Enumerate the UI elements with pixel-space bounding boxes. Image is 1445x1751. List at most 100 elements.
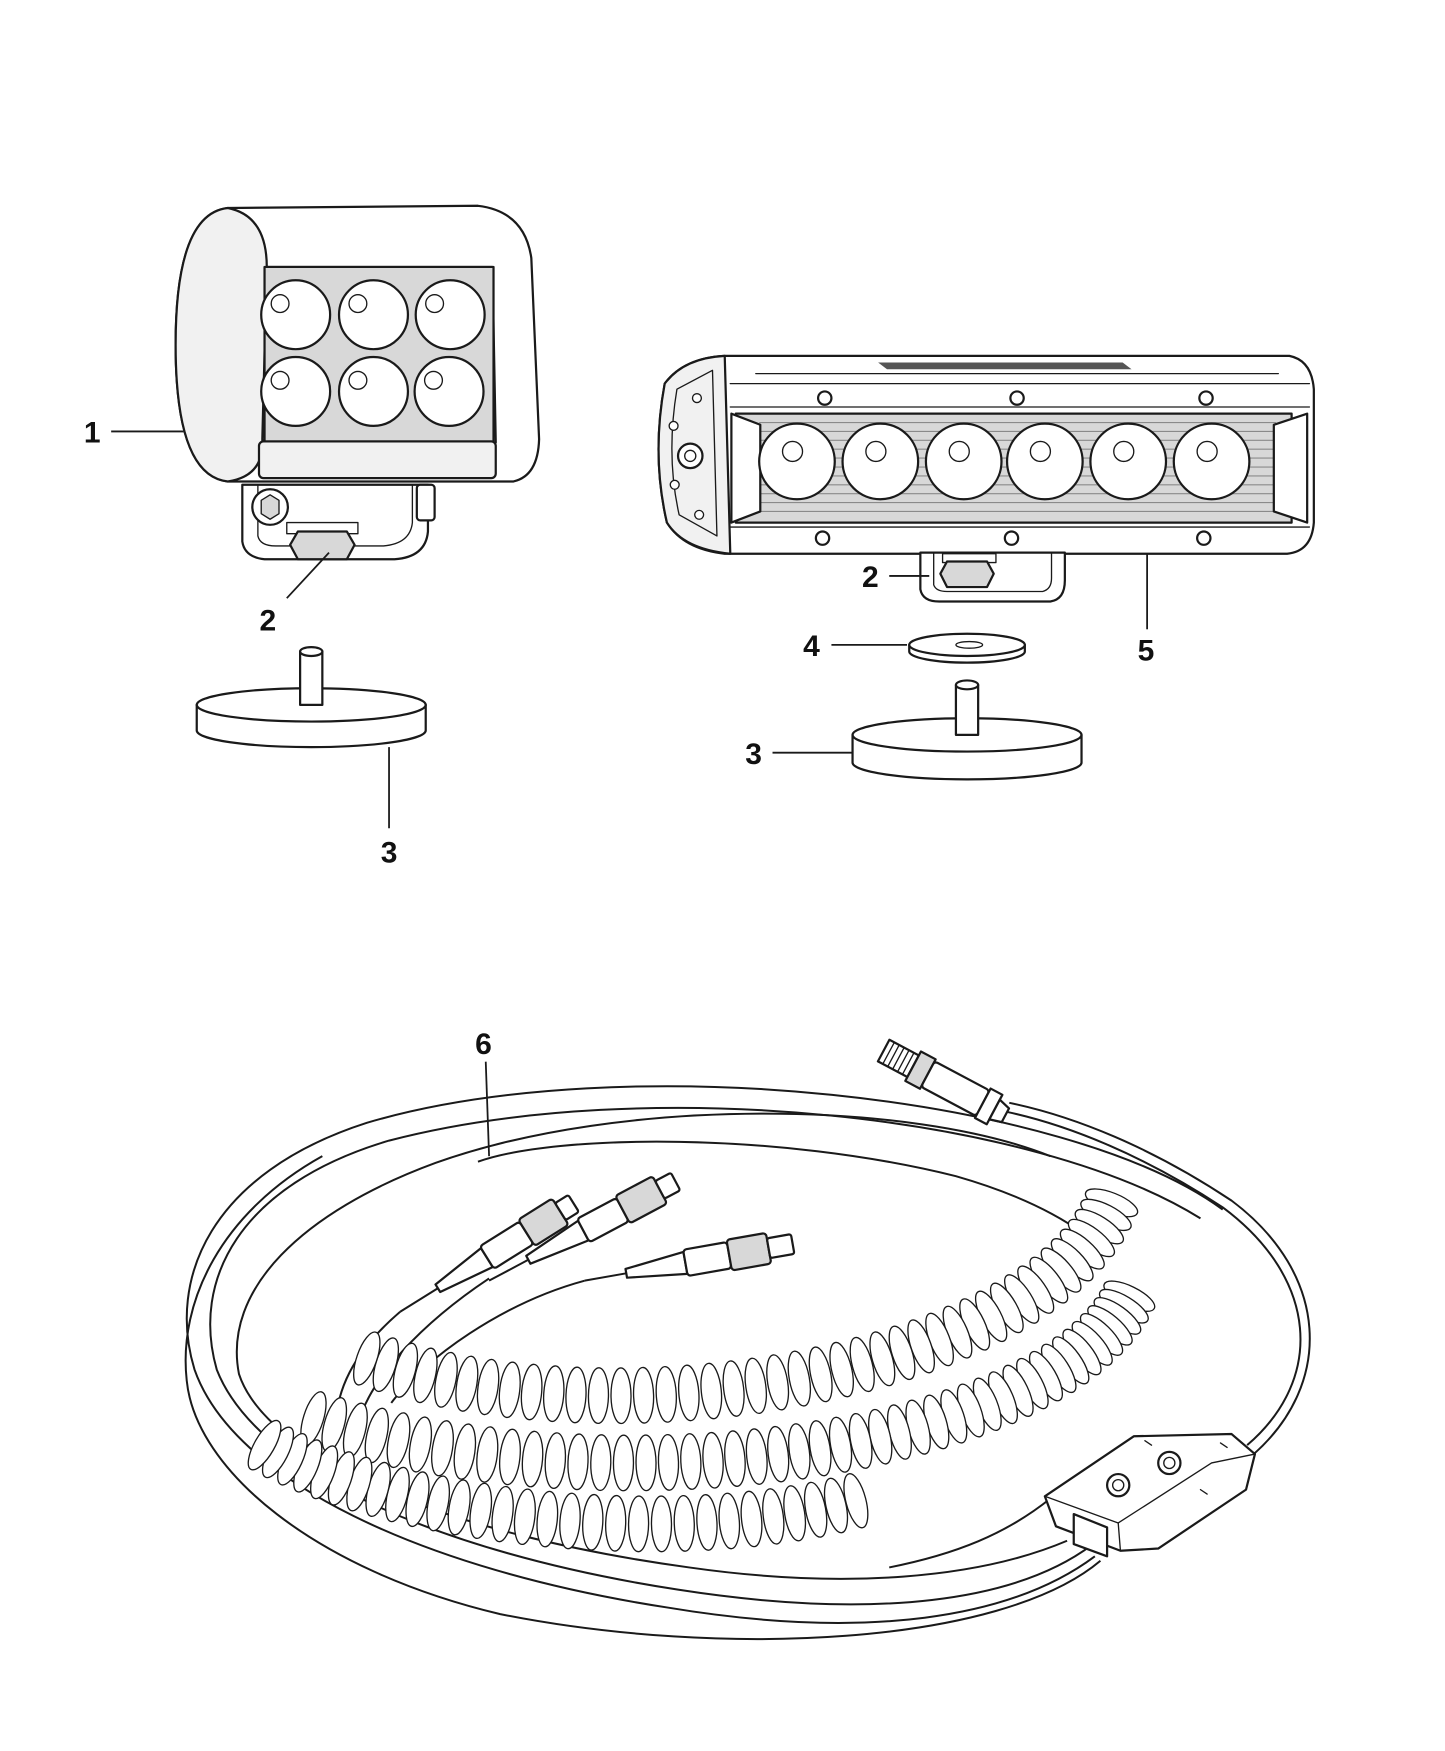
callout-6: 6 xyxy=(475,1028,492,1061)
screw xyxy=(814,530,831,546)
led-lens xyxy=(414,279,486,351)
coil-loop xyxy=(869,1331,896,1387)
screw xyxy=(1196,530,1212,546)
work-light xyxy=(174,204,541,561)
junction-box-edge xyxy=(1044,1453,1256,1524)
led-lens xyxy=(1172,422,1251,501)
coil-loop xyxy=(247,1419,282,1471)
end-plate-hub-center xyxy=(684,449,697,463)
junction-box xyxy=(1043,1432,1257,1558)
coil-loop xyxy=(434,1351,458,1408)
coil-loop xyxy=(587,1367,610,1425)
light-bar-bracket xyxy=(919,551,1066,603)
screw xyxy=(816,390,833,406)
coil-loop xyxy=(431,1420,454,1477)
connector-nose xyxy=(654,1172,681,1200)
screw xyxy=(1198,390,1214,406)
led-emitter xyxy=(1113,440,1135,463)
coiled-cable xyxy=(300,1280,1156,1492)
mount-nut xyxy=(289,530,356,561)
coil-loop xyxy=(745,1428,768,1485)
coil-loop xyxy=(567,1433,589,1491)
coil-loop xyxy=(724,1430,746,1487)
coil-loop xyxy=(542,1365,565,1423)
led-lens xyxy=(260,355,332,427)
coil-loop xyxy=(582,1493,604,1551)
led-lens xyxy=(1005,422,1084,501)
coil-loop xyxy=(513,1488,536,1546)
coil-loop xyxy=(722,1360,745,1417)
coil-loop xyxy=(700,1362,723,1420)
coil-loop xyxy=(808,1420,832,1477)
end-plate-screw xyxy=(668,420,679,431)
cable-to-remote-connector xyxy=(1005,1110,1302,1446)
led-array xyxy=(260,279,486,427)
connector-strain-relief xyxy=(988,1098,1011,1124)
coil-loop xyxy=(559,1492,581,1550)
cable-to-remote-connector xyxy=(1009,1101,1311,1455)
coil-loop xyxy=(610,1367,632,1425)
coil-loop xyxy=(673,1494,695,1552)
connector-boot xyxy=(624,1250,689,1279)
bracket-inner xyxy=(933,551,1053,593)
callout-3-left: 3 xyxy=(381,837,398,870)
coil-loop xyxy=(544,1432,567,1490)
coil-loop xyxy=(627,1495,650,1553)
light-bar-screws xyxy=(814,390,1214,546)
led-emitter xyxy=(423,370,444,390)
washer-hole xyxy=(955,640,984,649)
light-connector xyxy=(584,1232,796,1282)
base-stud-top xyxy=(954,679,980,691)
coil-loop xyxy=(469,1482,493,1540)
cable-loop xyxy=(185,1085,1224,1624)
coil-loop xyxy=(828,1416,853,1473)
coil-loop xyxy=(426,1475,451,1532)
callout-3-right: 3 xyxy=(745,738,762,771)
led-emitter xyxy=(425,294,445,314)
magnetic-base-right xyxy=(851,679,1083,781)
coil-loop xyxy=(823,1477,849,1534)
coiled-cable xyxy=(352,1188,1139,1425)
led-lens xyxy=(841,422,920,501)
coil-loop xyxy=(718,1492,741,1550)
coil-loop xyxy=(521,1430,544,1488)
connector-housing xyxy=(682,1241,733,1277)
coil-loop xyxy=(408,1416,433,1473)
coil-loop xyxy=(787,1350,812,1407)
coil-loop xyxy=(680,1433,702,1490)
coil-loop xyxy=(762,1488,785,1545)
cable-loop xyxy=(235,1112,1068,1580)
coil-loop xyxy=(447,1479,471,1536)
coil-loop xyxy=(702,1431,724,1489)
end-plate-screw xyxy=(669,479,680,490)
coil-loop xyxy=(476,1426,499,1483)
callout-2-left: 2 xyxy=(260,604,277,637)
screw xyxy=(1009,390,1025,406)
coil-loop xyxy=(498,1428,521,1486)
led-lens xyxy=(337,355,410,427)
callouts: 1 2 3 2 4 5 3 6 xyxy=(84,417,1154,1157)
coil-loop xyxy=(677,1364,700,1422)
mount-nut xyxy=(939,560,995,589)
coil-loop xyxy=(498,1361,521,1419)
logo-emblem xyxy=(878,362,1132,370)
coiled-cable xyxy=(247,1419,869,1553)
led-emitter xyxy=(348,370,368,390)
magnetic-base-left xyxy=(195,645,427,749)
connector-wire xyxy=(584,1272,627,1282)
connector-nose xyxy=(554,1194,580,1221)
led-lens xyxy=(924,422,1003,501)
pivot-bolt-head xyxy=(260,494,280,520)
coil-loop xyxy=(650,1495,673,1553)
coil-loop xyxy=(453,1423,477,1480)
led-emitter xyxy=(865,440,887,463)
led-emitter xyxy=(348,294,368,314)
junction-box-edge xyxy=(1117,1522,1122,1552)
light-connector xyxy=(399,1194,580,1313)
callout-1: 1 xyxy=(84,417,101,450)
coil-loop xyxy=(766,1354,790,1411)
end-plate-screw xyxy=(694,509,705,520)
coil-loop xyxy=(808,1346,833,1403)
connector-boot xyxy=(434,1247,494,1294)
connector-wire xyxy=(399,1287,439,1313)
